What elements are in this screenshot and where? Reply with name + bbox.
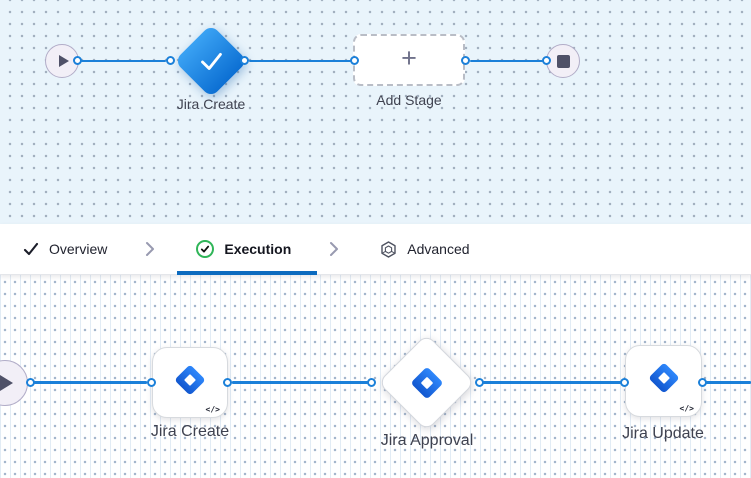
connector-port xyxy=(367,378,376,387)
code-icon: </> xyxy=(205,405,220,414)
pipeline-tabbar: Overview Execution Advanced xyxy=(0,224,751,275)
step-node-jira-approval[interactable] xyxy=(377,333,476,432)
play-icon xyxy=(0,375,13,391)
execution-start-node xyxy=(0,360,28,406)
connector-port xyxy=(461,56,470,65)
stage-node-jira-create[interactable] xyxy=(174,24,248,98)
add-stage-button[interactable]: + xyxy=(353,34,465,86)
stop-icon xyxy=(556,54,570,68)
edge xyxy=(706,381,751,384)
stage-pipeline-canvas[interactable]: Jira Create + Add Stage xyxy=(0,0,751,224)
edge-addstage-to-end xyxy=(470,60,543,62)
edge xyxy=(34,381,147,384)
pipeline-end-node xyxy=(546,44,580,78)
connector-port xyxy=(166,56,175,65)
step-node-jira-update[interactable]: </> xyxy=(625,345,702,417)
connector-port xyxy=(475,378,484,387)
edge-start-to-stage xyxy=(81,60,166,62)
check-icon xyxy=(23,242,39,256)
active-tab-underline xyxy=(177,271,317,275)
plus-icon: + xyxy=(401,43,417,73)
code-icon: </> xyxy=(679,404,694,413)
tab-advanced[interactable]: Advanced xyxy=(380,240,470,258)
tab-overview[interactable]: Overview xyxy=(23,241,107,257)
jira-icon xyxy=(649,363,678,393)
step-label: Jira Update xyxy=(622,425,704,442)
connector-port xyxy=(223,378,232,387)
chevron-right-icon xyxy=(329,241,339,257)
edge xyxy=(483,381,621,384)
tab-execution[interactable]: Execution xyxy=(196,240,291,258)
check-icon xyxy=(201,52,222,70)
tab-advanced-label: Advanced xyxy=(407,241,470,257)
step-node-jira-create[interactable]: </> xyxy=(152,347,228,418)
jira-icon xyxy=(411,367,442,398)
connector-port xyxy=(73,56,82,65)
add-stage-label: Add Stage xyxy=(376,92,442,108)
connector-port xyxy=(26,378,35,387)
chevron-right-icon xyxy=(145,241,155,257)
edge xyxy=(232,381,368,384)
check-circle-icon xyxy=(196,240,215,258)
jira-icon xyxy=(175,365,205,394)
connector-port xyxy=(147,378,156,387)
step-label: Jira Create xyxy=(150,423,230,440)
tab-execution-label: Execution xyxy=(224,241,292,257)
cube-icon xyxy=(381,240,396,258)
tab-overview-label: Overview xyxy=(49,241,108,257)
step-label: Jira Approval xyxy=(380,432,474,449)
execution-canvas[interactable]: </> Jira Create Jira Approval xyxy=(0,275,751,478)
connector-port xyxy=(620,378,629,387)
stage-label: Jira Create xyxy=(176,96,246,112)
connector-port xyxy=(698,378,707,387)
play-icon xyxy=(58,55,69,67)
connector-port xyxy=(542,56,551,65)
connector-port xyxy=(350,56,359,65)
connector-port xyxy=(240,56,249,65)
edge-stage-to-addstage xyxy=(249,60,351,62)
